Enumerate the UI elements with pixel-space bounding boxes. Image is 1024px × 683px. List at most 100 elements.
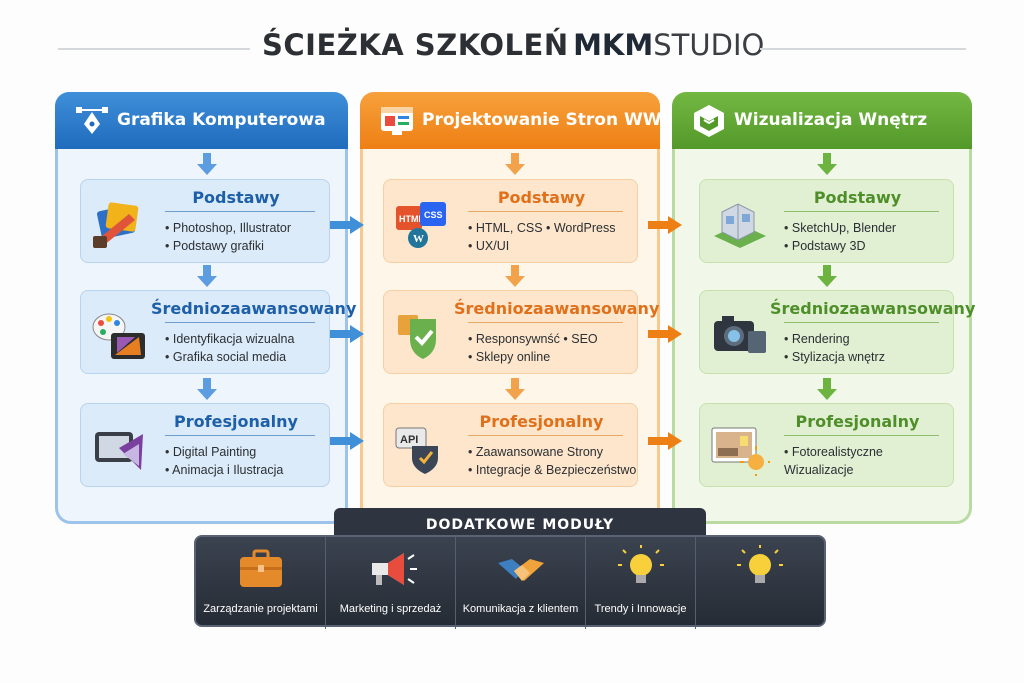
divider (165, 322, 315, 323)
level-card-podstawy: Podstawy SketchUp, Blender Podstawy 3D (699, 179, 954, 263)
list-item: Rendering (784, 330, 885, 348)
level-title: Profesjonalny (795, 412, 920, 431)
cube-icon (694, 105, 724, 137)
module-label: Zarządzanie projektami (203, 603, 318, 615)
level-title: Podstawy (813, 188, 902, 207)
module-label: Komunikacja z klientem (462, 603, 579, 615)
html-css-wordpress-icon: HTML CSS W (396, 202, 446, 248)
title-brand: MKM (573, 28, 654, 62)
list-item: Responsywnść • SEO (468, 330, 598, 348)
svg-text:CSS: CSS (424, 210, 443, 220)
module-item: Komunikacja z klientem (456, 537, 586, 629)
list-item: UX/UI (468, 237, 615, 255)
title-divider-left (58, 48, 250, 50)
level-items: Fotorealistyczne Wizualizacje (784, 443, 953, 479)
divider (165, 435, 315, 436)
module-item: Zarządzanie projektami (196, 537, 326, 629)
modules-bar: Zarządzanie projektami Marketing i sprze… (194, 535, 826, 629)
drawing-tablet-icon (95, 432, 143, 470)
level-card-sredniozaawansowany: Średniozaawansowany Rendering Stylizacja… (699, 290, 976, 374)
title-studio: STUDIO (653, 28, 765, 62)
browser-icon (381, 107, 413, 135)
lightbulb-icon (617, 545, 664, 583)
module-item (696, 537, 824, 629)
level-card-podstawy: Podstawy Photoshop, Illustrator Podstawy… (80, 179, 330, 263)
arrow-right-icon (648, 432, 682, 450)
list-item: Identyfikacja wizualna (165, 330, 295, 348)
column-header-wizualizacja: Wizualizacja Wnętrz (672, 92, 972, 149)
level-items: Responsywnść • SEO Sklepy online (468, 330, 598, 366)
module-label: Trendy i Innowacje (594, 603, 687, 615)
list-item: Animacja i Ilustracja (165, 461, 283, 479)
column-grafika: Grafika Komputerowa Podstawy Photoshop, … (55, 92, 357, 524)
level-title: Profesjonalny (174, 412, 298, 431)
level-card-profesjonalny: Profesjonalny Fotorealistyczne Wizualiza… (699, 403, 954, 487)
svg-text:HTML: HTML (399, 214, 424, 224)
level-card-podstawy: HTML CSS W Podstawy HTML, CSS • WordPres… (383, 179, 638, 263)
divider (468, 435, 623, 436)
column-title: Projektowanie Stron WWW (422, 110, 681, 130)
list-item: Digital Painting (165, 443, 283, 461)
divider (784, 322, 939, 323)
level-items: Digital Painting Animacja i Ilustracja (165, 443, 283, 479)
arrow-down-icon (505, 153, 525, 175)
column-title: Wizualizacja Wnętrz (734, 110, 928, 130)
level-title: Podstawy (497, 188, 586, 207)
page-title: ŚCIEŻKA SZKOLEŃ MKMSTUDIO (262, 28, 764, 62)
camera-icon (714, 316, 766, 353)
list-item: Photoshop, Illustrator (165, 219, 291, 237)
level-items: Zaawansowane Strony Integracje & Bezpiec… (468, 443, 637, 479)
list-item: Zaawansowane Strony (468, 443, 636, 461)
list-item: Podstawy 3D (784, 237, 896, 255)
responsive-shield-icon (398, 315, 436, 359)
arrow-down-icon (197, 378, 217, 400)
column-title: Grafika Komputerowa (117, 110, 326, 130)
level-title: Średniozaawansowany (770, 299, 976, 318)
arrow-down-icon (817, 378, 837, 400)
arrow-down-icon (197, 153, 217, 175)
lightbulb-icon (737, 545, 783, 583)
arrow-right-icon (648, 216, 682, 234)
arrow-right-icon (330, 216, 364, 234)
column-wizualizacja: Wizualizacja Wnętrz Podstawy SketchUp, B… (672, 92, 976, 524)
arrow-down-icon (197, 265, 217, 287)
title-divider-right (760, 48, 966, 50)
graphics-tools-icon (93, 202, 139, 248)
api-security-icon: API (395, 427, 438, 474)
column-www: Projektowanie Stron WWW HTML CSS W Podst… (360, 92, 680, 524)
level-card-profesjonalny: Profesjonalny Digital Painting Animacja … (80, 403, 330, 487)
level-title: Średniozaawansowany (454, 299, 660, 318)
divider (784, 211, 939, 212)
divider (468, 211, 623, 212)
level-items: Rendering Stylizacja wnętrz (784, 330, 885, 366)
level-items: Identyfikacja wizualna Grafika social me… (165, 330, 295, 366)
level-title: Średniozaawansowany (151, 299, 357, 318)
module-item: Trendy i Innowacje (586, 537, 696, 629)
list-item: Integracje & Bezpieczeństwo (468, 461, 637, 479)
list-item: SketchUp, Blender (784, 219, 896, 237)
level-items: Photoshop, Illustrator Podstawy grafiki (165, 219, 291, 255)
arrow-down-icon (505, 265, 525, 287)
title-bar: ŚCIEŻKA SZKOLEŃ MKMSTUDIO (0, 26, 1024, 70)
interior-photo-icon (711, 427, 770, 476)
level-card-sredniozaawansowany: Średniozaawansowany Identyfikacja wizual… (80, 290, 357, 374)
list-item: Grafika social media (165, 348, 294, 366)
handshake-icon (497, 559, 544, 581)
divider (165, 211, 315, 212)
arrow-right-icon (330, 432, 364, 450)
svg-text:W: W (413, 233, 424, 245)
divider (784, 435, 939, 436)
module-label: Marketing i sprzedaż (339, 603, 442, 615)
arrow-down-icon (817, 153, 837, 175)
list-item: Fotorealistyczne Wizualizacje (784, 443, 953, 479)
arrow-right-icon (330, 325, 364, 343)
megaphone-icon (371, 553, 417, 585)
level-card-profesjonalny: API Profesjonalny Zaawansowane Strony In… (383, 403, 638, 487)
list-item: Sklepy online (468, 348, 598, 366)
level-items: SketchUp, Blender Podstawy 3D (784, 219, 896, 255)
arrow-right-icon (648, 325, 682, 343)
arrow-down-icon (817, 265, 837, 287)
3d-building-icon (714, 203, 766, 248)
level-items: HTML, CSS • WordPress UX/UI (468, 219, 616, 255)
